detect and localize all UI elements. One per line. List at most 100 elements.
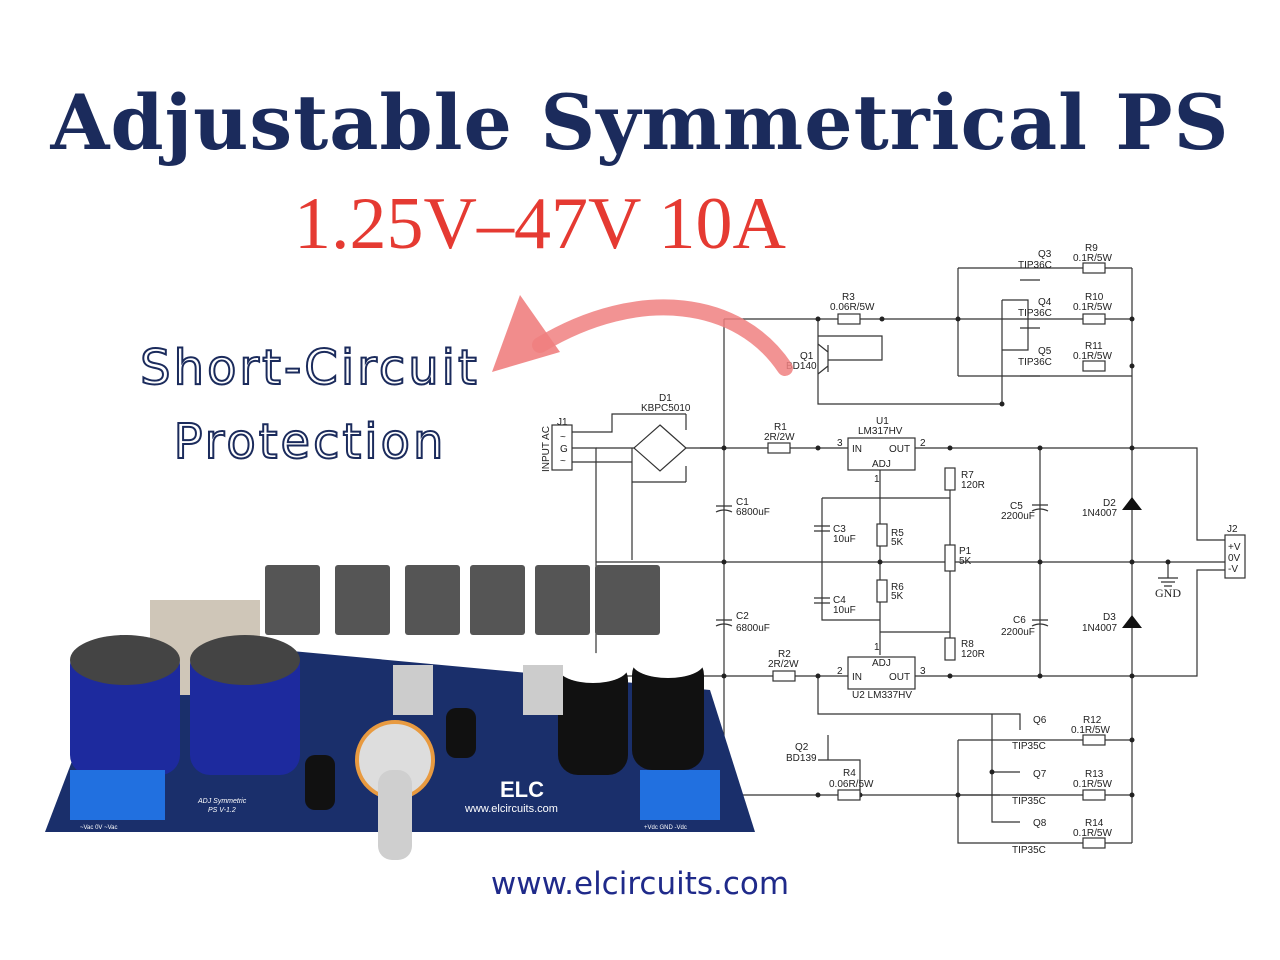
schematic-label: 0.1R/5W [1073,828,1112,839]
schematic-label: R3 [842,292,855,303]
schematic-label: ADJ Symmetric [197,798,247,805]
u2-regulator [847,656,916,690]
schematic-label: TIP35C [1012,796,1046,807]
schematic-label: ~ [560,456,566,467]
schematic-label: LM317HV [858,426,903,437]
schematic-label: G [560,444,568,455]
schematic-label: 0.1R/5W [1073,302,1112,313]
schematic-label: P1 [959,546,972,557]
schematic-label: TIP35C [1012,741,1046,752]
schematic-label: 120R [961,480,985,491]
schematic-label: 6800uF [736,507,770,518]
pcb-brand: ELC [500,777,544,802]
j2-connector [1224,534,1246,579]
schematic-label: 5K [891,591,904,602]
schematic-label: 1 [874,474,880,485]
schematic-label: Q4 [1038,297,1052,308]
schematic-label: C2 [736,611,749,622]
schematic-label: 3 [837,438,843,449]
pcb-url: www.elcircuits.com [464,803,558,815]
schematic-label: Q5 [1038,346,1052,357]
schematic-label: R11 [1085,341,1103,352]
schematic-label: 5K [891,537,904,548]
schematic-label: C6 [1013,615,1026,626]
schematic-label: 1 [874,642,880,653]
schematic-label: R2 [778,649,791,660]
schematic-label: R12 [1083,715,1102,726]
schematic-label: BD140 [786,361,817,372]
schematic-label: R14 [1085,818,1104,829]
page-subtitle: 1.25V–47V 10A [294,183,786,265]
schematic-label: TIP36C [1018,260,1052,271]
schematic-label: R10 [1085,292,1104,303]
schematic-label: J2 [1227,524,1238,535]
schematic-label: D2 [1103,498,1116,509]
page-title: Adjustable Symmetrical PS [50,78,1230,167]
callout-line-2: Protection [173,413,447,471]
schematic-label: C3 [833,524,846,535]
schematic-label: INPUT AC [541,426,552,472]
d3-diode-icon [1122,615,1142,628]
schematic-label: 0V [1228,553,1241,564]
schematic-label: R6 [891,582,904,593]
schematic-label: OUT [889,444,910,455]
schematic-label: C4 [833,595,846,606]
schematic-label: Q1 [800,351,814,362]
schematic-label: Q3 [1038,249,1052,260]
schematic-label: 2 [920,438,926,449]
schematic-label: 2 [837,666,843,677]
schematic-label: Q6 [1033,715,1047,726]
resistors [767,262,1106,849]
schematic-label: TIP36C [1018,357,1052,368]
schematic-label: OUT [889,672,910,683]
schematic-label: +Vdc GND -Vdc [644,825,687,831]
pcb-illustration: ELC www.elcircuits.com ADJ Symmetric PS … [45,565,755,860]
d2-diode-icon [1122,497,1142,510]
schematic-label: KBPC5010 [641,403,691,414]
schematic-label: D3 [1103,612,1116,623]
schematic-label: 0.1R/5W [1071,725,1110,736]
capacitor-symbols [715,504,1049,627]
schematic-label: BD139 [786,753,817,764]
schematic-label: TIP36C [1018,308,1052,319]
schematic-label: 2R/2W [764,432,795,443]
junction-dots [721,316,1171,798]
schematic-label: 1N4007 [1082,508,1117,519]
schematic-label: 5K [959,556,972,567]
schematic-label: R13 [1085,769,1104,780]
arrow-head-icon [492,295,560,372]
schematic-label: 1N4007 [1082,623,1117,634]
schematic-label: 2R/2W [768,659,799,670]
schematic-label: R1 [774,422,787,433]
bridge-rectifier-icon [633,424,687,472]
schematic-label: 0.06R/5W [829,779,874,790]
schematic-label: 0.1R/5W [1073,253,1112,264]
schematic-label: ~ [560,432,566,443]
schematic-label: C1 [736,497,749,508]
schematic-label: 6800uF [736,623,770,634]
schematic-label: 3 [920,666,926,677]
schematic-label: Q2 [795,742,809,753]
schematic-label: 0.1R/5W [1073,779,1112,790]
schematic-label: D1 [659,393,672,404]
schematic-label: IN [852,672,862,683]
schematic-label: Q8 [1033,818,1047,829]
schematic-label: 0.1R/5W [1073,351,1112,362]
website-url[interactable]: www.elcircuits.com [490,866,790,902]
schematic-label: 10uF [833,534,856,545]
schematic-label: -V [1228,564,1238,575]
schematic-label: R7 [961,470,974,481]
schematic-label: R4 [843,768,856,779]
schematic-label: Q7 [1033,769,1047,780]
schematic-label: IN [852,444,862,455]
schematic-label: ADJ [872,459,891,470]
schematic-label: ADJ [872,658,891,669]
schematic-label: U1 [876,416,889,427]
schematic-label: R8 [961,639,974,650]
schematic-label: TIP35C [1012,845,1046,856]
schematic-label: 10uF [833,605,856,616]
schematic-label: ~Vac 0V ~Vac [80,825,117,831]
u1-regulator [847,437,916,471]
